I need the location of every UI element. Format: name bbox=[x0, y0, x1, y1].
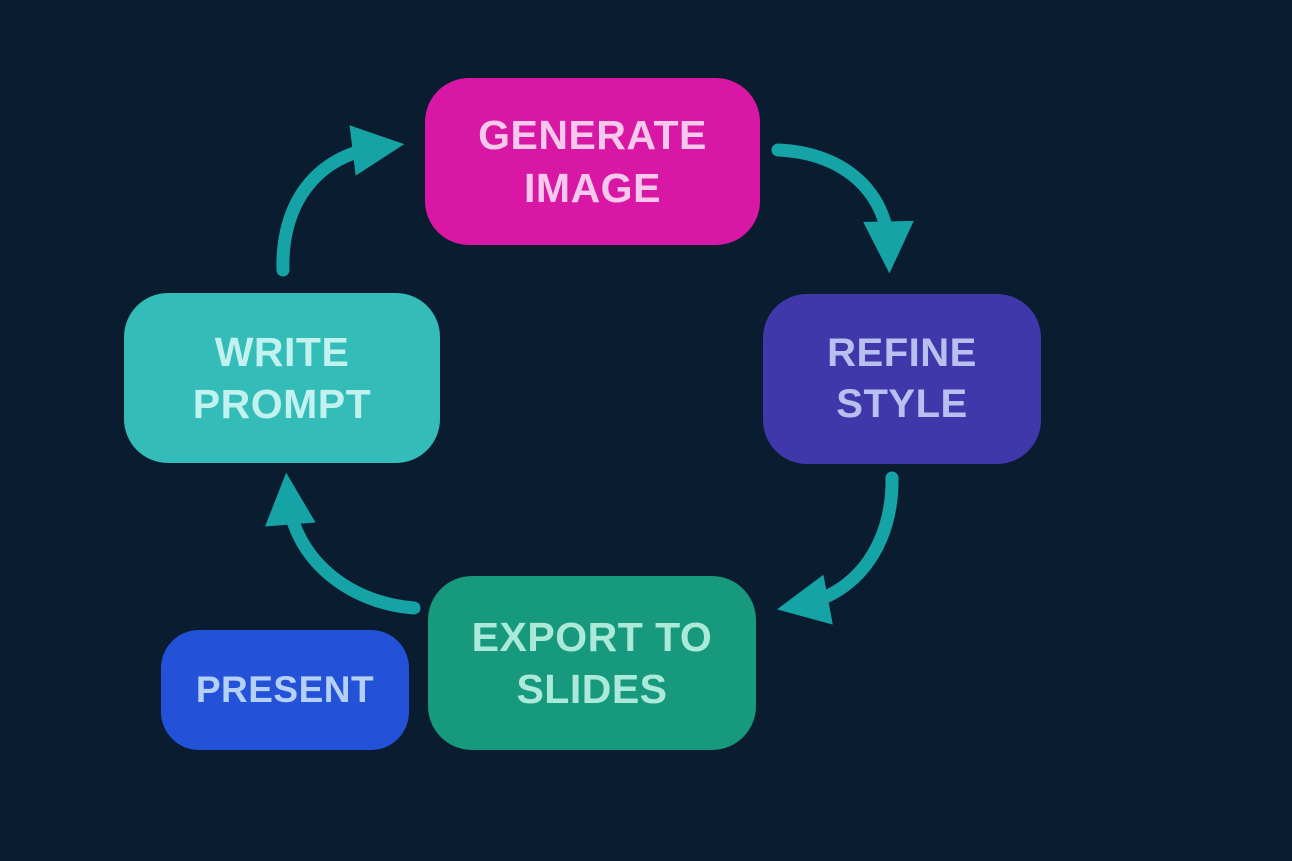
node-refine-style: REFINE STYLE bbox=[763, 294, 1041, 464]
node-write-prompt: WRITE PROMPT bbox=[124, 293, 440, 463]
node-write-prompt-label: WRITE PROMPT bbox=[192, 328, 372, 427]
node-present: PRESENT bbox=[161, 630, 409, 750]
node-present-label: PRESENT bbox=[195, 669, 375, 711]
node-generate-image-label: GENERATE IMAGE bbox=[478, 112, 707, 211]
arrow-write-prompt-to-generate-image bbox=[276, 125, 405, 277]
node-export-to-slides-label: EXPORT TO SLIDES bbox=[471, 613, 713, 712]
node-refine-style-label: REFINE STYLE bbox=[827, 330, 977, 426]
arrow-export-slides-to-write-prompt bbox=[265, 472, 421, 615]
node-generate-image: GENERATE IMAGE bbox=[425, 78, 760, 245]
arrow-refine-style-to-export-slides bbox=[777, 471, 899, 625]
node-export-to-slides: EXPORT TO SLIDES bbox=[428, 576, 756, 750]
arrow-generate-image-to-refine-style bbox=[771, 143, 914, 274]
